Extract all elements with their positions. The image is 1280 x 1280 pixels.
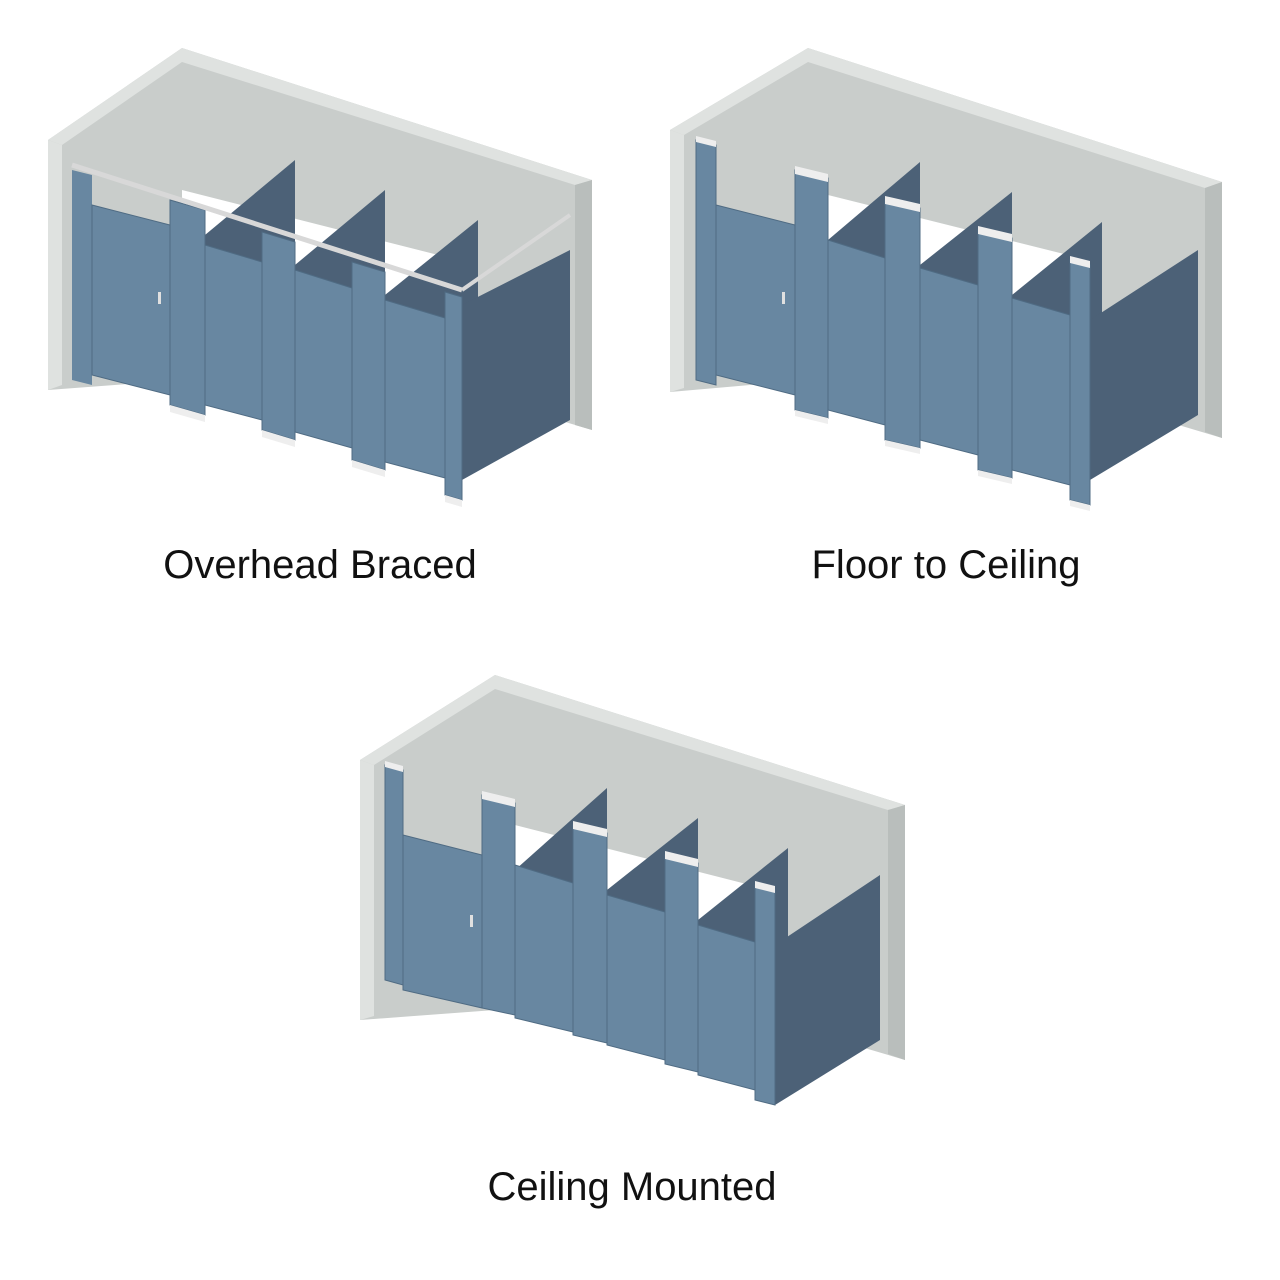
wall-top-edge (360, 675, 905, 810)
pilaster (884, 199, 921, 449)
end-side-panel (775, 875, 880, 1105)
ceiling-mounted-illustration (360, 675, 905, 1106)
door (514, 864, 574, 1033)
pilaster-cap (573, 821, 607, 837)
pilaster-shoe (445, 495, 462, 507)
pilaster (481, 794, 516, 1016)
overhead-braced-illustration (48, 48, 592, 507)
door (827, 239, 886, 426)
door (1011, 297, 1071, 486)
wall-right-edge (575, 180, 592, 430)
wall-right-edge (888, 805, 905, 1060)
pilaster (794, 169, 829, 419)
wall-left-edge (48, 140, 62, 390)
pilaster (384, 764, 404, 986)
door-latch (158, 292, 161, 304)
wall-left-edge (670, 130, 684, 392)
pilaster (169, 199, 206, 416)
floor-to-ceiling-illustration (670, 48, 1222, 511)
pilaster-shoe (978, 470, 1012, 484)
door (697, 924, 756, 1091)
caption-ceiling-mounted: Ceiling Mounted (487, 1165, 777, 1209)
overhead-rail-return (460, 213, 572, 292)
pilaster-cap (795, 166, 828, 182)
wall-right-edge (1205, 182, 1222, 438)
caption-overhead-braced: Overhead Braced (163, 543, 477, 587)
door (606, 894, 666, 1061)
door-latch (782, 292, 785, 304)
pilaster-shoe (795, 410, 828, 424)
pilaster-cap (885, 196, 920, 212)
pilaster (444, 291, 463, 501)
wall-top-edge (48, 48, 592, 185)
pilaster (261, 231, 296, 441)
door (204, 244, 263, 421)
end-side-panel (1090, 250, 1198, 480)
pilaster-shoe (170, 405, 205, 422)
pilaster (754, 884, 776, 1106)
pilaster-shoe (1070, 500, 1090, 511)
pilaster-shoe (262, 430, 295, 447)
diagram-overhead-braced (0, 0, 640, 540)
pilaster (664, 854, 699, 1073)
diagram-floor-to-ceiling (640, 0, 1280, 540)
pilaster (695, 139, 717, 386)
door (919, 267, 979, 456)
pilaster (1069, 259, 1091, 506)
pilaster-cap (696, 136, 716, 147)
pilaster-shoe (885, 440, 920, 454)
caption-floor-to-ceiling: Floor to Ceiling (811, 543, 1081, 587)
pilaster-cap (482, 791, 515, 807)
door (294, 269, 353, 449)
wall-top-edge (670, 48, 1222, 188)
overhead-rail (71, 162, 463, 293)
end-side-panel (462, 250, 570, 480)
door (384, 299, 446, 479)
pilaster (351, 261, 386, 471)
wall-left-edge (360, 760, 374, 1020)
pilaster-cap (1070, 256, 1090, 268)
pilaster (977, 229, 1013, 479)
diagram-ceiling-mounted (320, 640, 960, 1140)
pilaster-cap (978, 226, 1012, 242)
pilaster (572, 824, 608, 1044)
pilaster-shoe (352, 460, 385, 477)
pilaster-cap (665, 851, 698, 867)
pilaster-cap (755, 881, 775, 893)
pilaster (72, 170, 92, 385)
door-latch (470, 915, 473, 927)
pilaster-cap (385, 761, 403, 772)
